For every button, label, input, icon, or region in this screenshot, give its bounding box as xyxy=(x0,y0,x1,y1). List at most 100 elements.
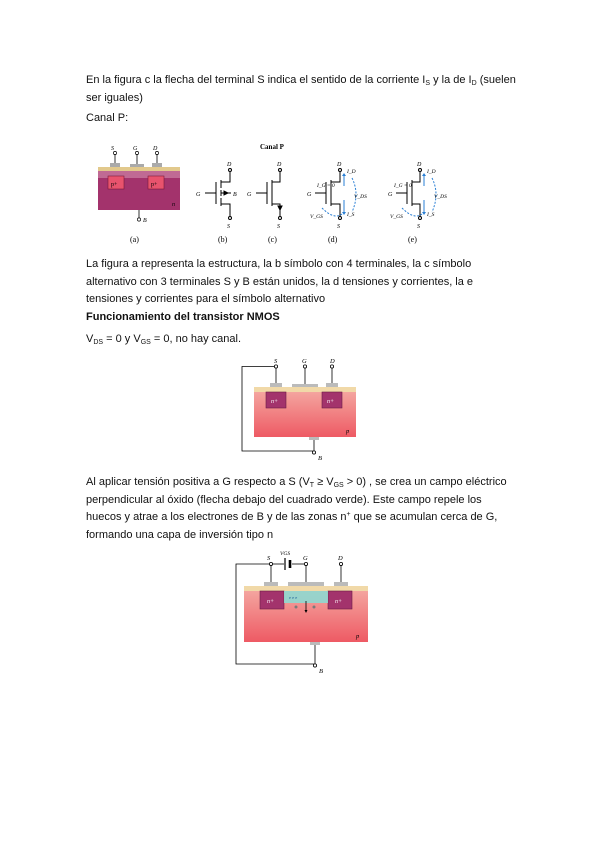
text-run: = 0, no hay canal. xyxy=(150,333,242,345)
subscript: D xyxy=(471,80,477,87)
caption-c: (c) xyxy=(268,235,277,244)
drain-contact xyxy=(334,582,348,586)
terminal-d-label: D xyxy=(329,358,335,365)
caption-d: (d) xyxy=(328,235,338,244)
terminal-b-label: B xyxy=(319,668,323,675)
superscript: + xyxy=(346,511,351,518)
svg-text:D: D xyxy=(336,162,342,168)
pmos-symbol-3t: D G S (c) xyxy=(247,162,283,244)
pmos-symbol-d: D G I_G = 0 I_D I_S V_DS V_GS S (d) xyxy=(307,162,367,244)
bulk-contact xyxy=(309,437,319,440)
svg-text:D: D xyxy=(276,162,282,168)
intro-paragraph: En la figura c la flecha del terminal S … xyxy=(86,72,516,107)
canal-p-label: Canal P: xyxy=(86,112,129,124)
gate-contact xyxy=(292,384,318,387)
svg-text:G: G xyxy=(307,192,312,198)
subscript: T xyxy=(309,482,315,489)
vgs-label: VGS xyxy=(280,551,290,557)
source-contact xyxy=(264,582,278,586)
subscript: GS xyxy=(140,339,151,346)
gate-contact xyxy=(130,164,144,167)
p-region-drain xyxy=(147,175,165,190)
substrate-surface xyxy=(98,170,180,178)
text-run: ≥ V xyxy=(314,476,334,488)
p-region-source xyxy=(107,175,125,190)
svg-text:V_DS: V_DS xyxy=(354,194,367,200)
pmos-figure: Canal P p+ p+ S G D n B (a) D B xyxy=(98,143,447,244)
terminal-d-label: D xyxy=(337,555,343,562)
n-region-source xyxy=(265,391,287,409)
text-run: y la de I xyxy=(430,74,472,86)
electrons-label: e e e xyxy=(289,595,297,600)
svg-text:G: G xyxy=(388,192,393,198)
terminal-g-label: G xyxy=(303,555,308,562)
terminal-b-label: B xyxy=(143,218,147,224)
svg-text:n+: n+ xyxy=(335,599,342,605)
caption-e: (e) xyxy=(408,235,417,244)
substrate-label: p xyxy=(355,633,360,640)
subscript: GS xyxy=(333,482,344,489)
region-label: p+ xyxy=(111,182,118,188)
svg-text:S: S xyxy=(337,224,340,230)
figure-description: La figura a representa la estructura, la… xyxy=(86,258,474,305)
svg-text:I_G = 0: I_G = 0 xyxy=(393,183,412,189)
text-run: = 0 y V xyxy=(103,333,141,345)
svg-text:S: S xyxy=(417,224,420,230)
svg-text:G: G xyxy=(247,192,252,198)
terminal-b-label: B xyxy=(318,455,322,462)
svg-text:I_S: I_S xyxy=(426,212,435,218)
nmos-no-channel-figure: n+ n+ S G D p B xyxy=(241,358,356,462)
inversion-channel xyxy=(284,591,328,603)
svg-text:n+: n+ xyxy=(327,399,334,405)
svg-text:S: S xyxy=(277,224,280,230)
text-run: que se acumulan cerca de G, formando una… xyxy=(86,511,498,541)
substrate-label: p xyxy=(345,428,350,435)
svg-text:V_DS: V_DS xyxy=(434,194,447,200)
n-region-drain xyxy=(321,391,343,409)
svg-text:I_D: I_D xyxy=(426,169,436,175)
subscript: DS xyxy=(93,339,104,346)
svg-text:B: B xyxy=(233,192,237,198)
text-run: V xyxy=(86,333,94,345)
terminal-s-label: S xyxy=(267,555,271,562)
subscript: S xyxy=(425,80,431,87)
pmos-symbol-e: D G I_G = 0 I_D I_S V_DS V_GS S (e) xyxy=(388,162,447,244)
oxide-layer xyxy=(98,167,180,171)
nmos-inversion-figure: n+ n+ e e e VGS S G D p B xyxy=(235,551,368,675)
gate-contact xyxy=(288,582,324,586)
svg-text:V_GS: V_GS xyxy=(310,214,323,220)
condition-paragraph: VDS = 0 y VGS = 0, no hay canal. xyxy=(86,331,516,349)
caption-a: (a) xyxy=(130,235,139,244)
svg-text:G: G xyxy=(196,192,201,198)
terminal-g-label: G xyxy=(302,358,307,365)
source-contact xyxy=(270,383,282,387)
oxide-layer xyxy=(244,586,368,591)
caption-b: (b) xyxy=(218,235,228,244)
inversion-paragraph: Al aplicar tensión positiva a G respecto… xyxy=(86,474,516,544)
text-run: > 0) , se crea un campo eléctrico perpen… xyxy=(86,476,507,523)
pmos-structure: p+ p+ S G D n B (a) xyxy=(98,146,180,244)
terminal-d-label: D xyxy=(152,146,158,152)
substrate-label: n xyxy=(172,202,175,208)
figure-title: Canal P xyxy=(260,143,285,151)
text-run: Al aplicar tensión positiva a G respecto… xyxy=(86,476,310,488)
section-heading: Funcionamiento del transistor NMOS xyxy=(86,311,280,323)
svg-text:n+: n+ xyxy=(271,399,278,405)
svg-text:n+: n+ xyxy=(267,599,274,605)
terminal-s-label: S xyxy=(274,358,278,365)
svg-text:S: S xyxy=(227,224,230,230)
oxide-layer xyxy=(254,387,356,392)
bulk-contact xyxy=(310,642,320,645)
source-contact xyxy=(110,163,120,167)
svg-text:D: D xyxy=(416,162,422,168)
svg-text:V_GS: V_GS xyxy=(390,214,403,220)
svg-text:I_D: I_D xyxy=(346,169,356,175)
svg-text:I_G = 0: I_G = 0 xyxy=(316,183,335,189)
svg-text:D: D xyxy=(226,162,232,168)
drain-contact xyxy=(152,163,162,167)
terminal-s-label: S xyxy=(111,146,114,152)
region-label: p+ xyxy=(151,182,158,188)
terminal-g-label: G xyxy=(133,146,138,152)
svg-text:I_S: I_S xyxy=(346,212,355,218)
text-run: En la figura c la flecha del terminal S … xyxy=(86,74,426,86)
